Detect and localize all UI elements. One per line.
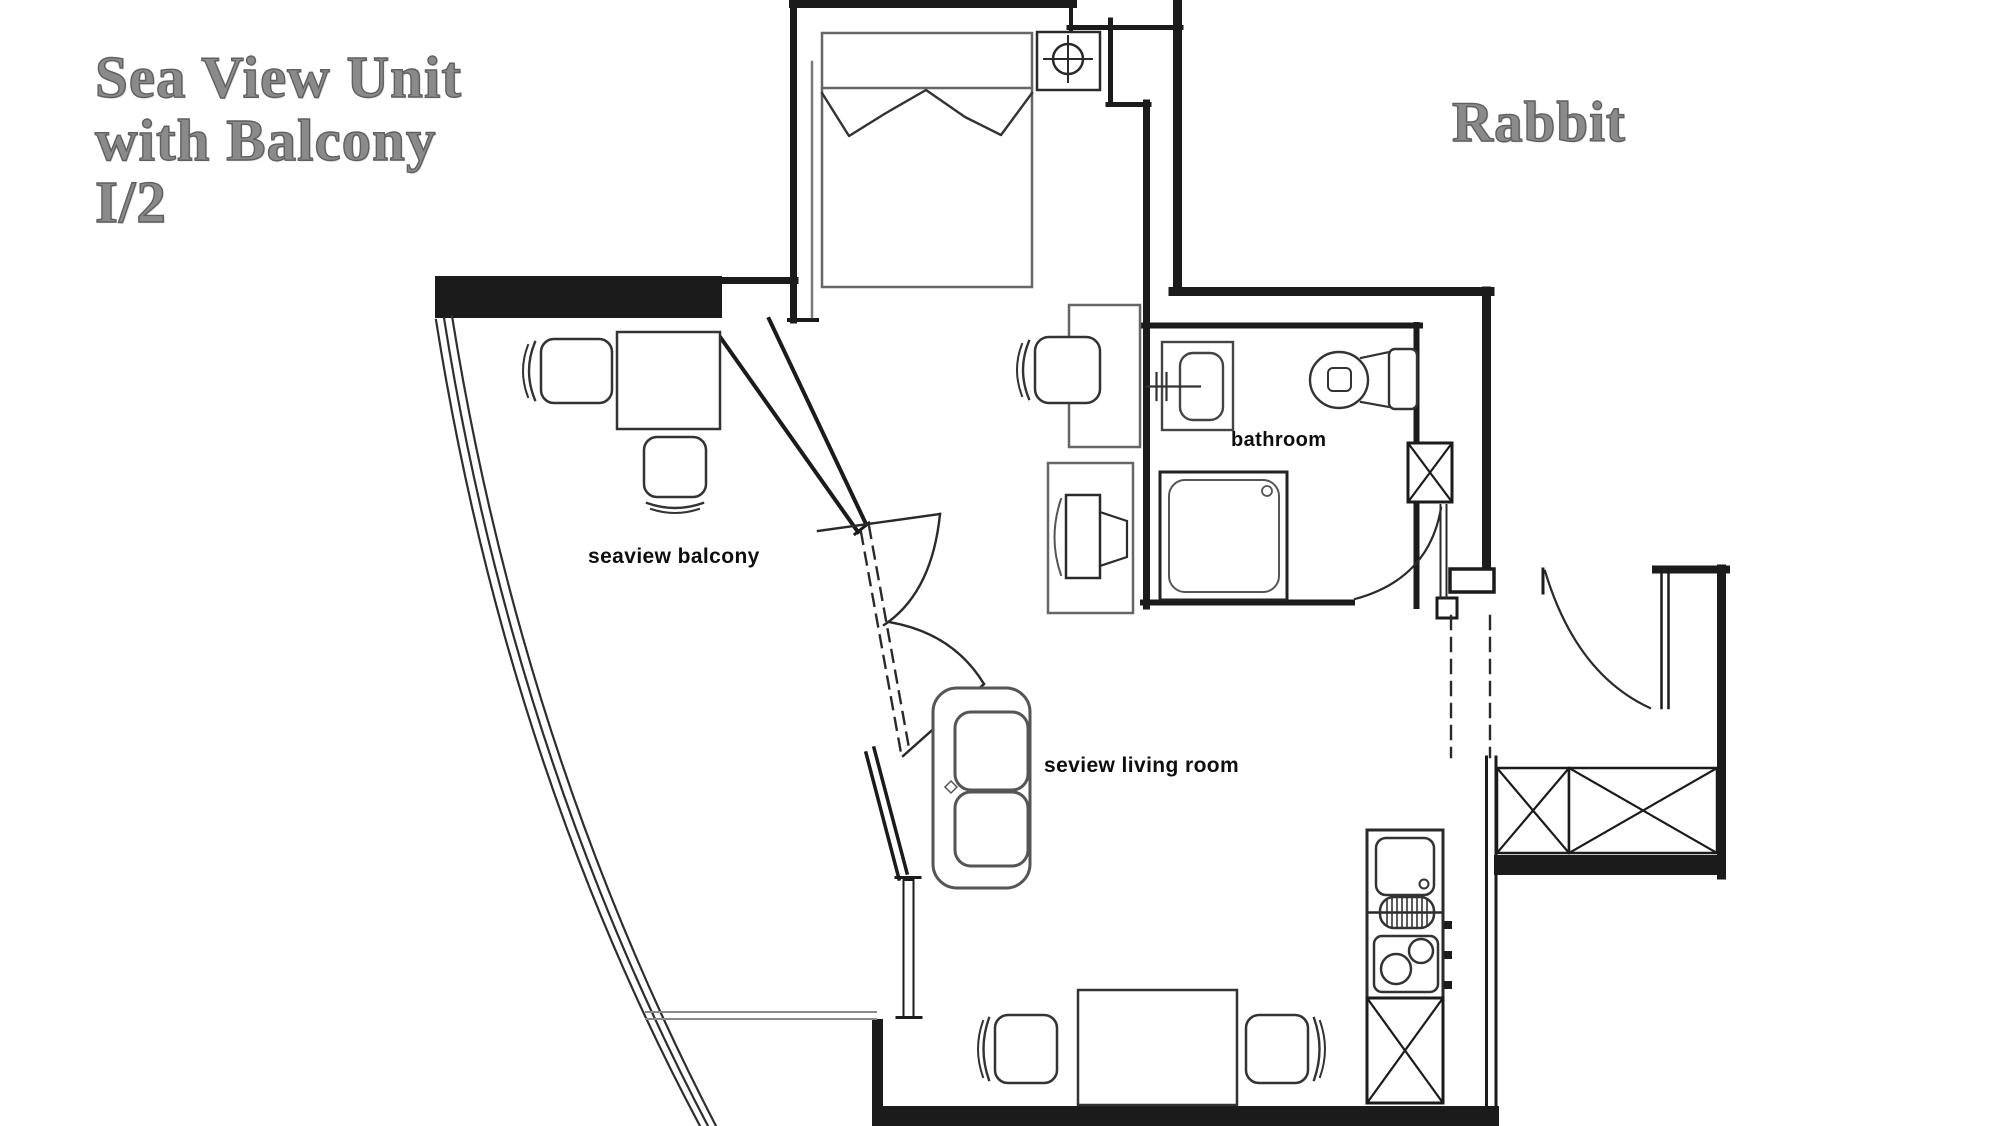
balcony-railing-icon (434, 314, 877, 1126)
desk-chair-icon (1016, 335, 1102, 405)
page-title-line-3: I/2 (94, 169, 167, 236)
tv-cabinet-icon (1046, 461, 1135, 615)
balcony-window-icon (902, 879, 915, 1018)
drainer-icon (1378, 895, 1436, 930)
toilet-icon (1308, 347, 1419, 411)
shower-tray-icon (1158, 470, 1289, 602)
kitchen-cabinet-x-icon (1365, 996, 1445, 1105)
sofa-icon (931, 686, 1032, 890)
bathroom-door-icon (1353, 504, 1448, 601)
page-title-line-2: with Balcony (94, 106, 437, 173)
dining-table-icon (1076, 988, 1239, 1107)
room-label-balcony: seaview balcony (588, 545, 760, 568)
entrance-door-icon (1543, 569, 1652, 710)
room-label-living: seview living room (1044, 754, 1240, 777)
wardrobe-x-icon (1495, 766, 1719, 855)
cooktop-icon (1372, 921, 1452, 994)
page-title: Sea View Unit with Balcony I/2 (94, 44, 462, 236)
balcony-table-icon (615, 330, 722, 431)
walls (435, 0, 1730, 1126)
page-title-line-1: Sea View Unit (94, 44, 462, 110)
opening-dashed-icon (1449, 614, 1492, 759)
duct-x-icon (1406, 441, 1454, 504)
faucet-icon (1145, 371, 1202, 402)
room-label-bathroom: bathroom (1231, 429, 1327, 451)
balcony-chair-icon (522, 337, 708, 514)
bedside-lamp-icon (1035, 30, 1102, 92)
dining-chair-icon (977, 1013, 1326, 1085)
double-bed-icon (820, 31, 1034, 289)
unit-name-label: Rabbit (1451, 90, 1626, 154)
